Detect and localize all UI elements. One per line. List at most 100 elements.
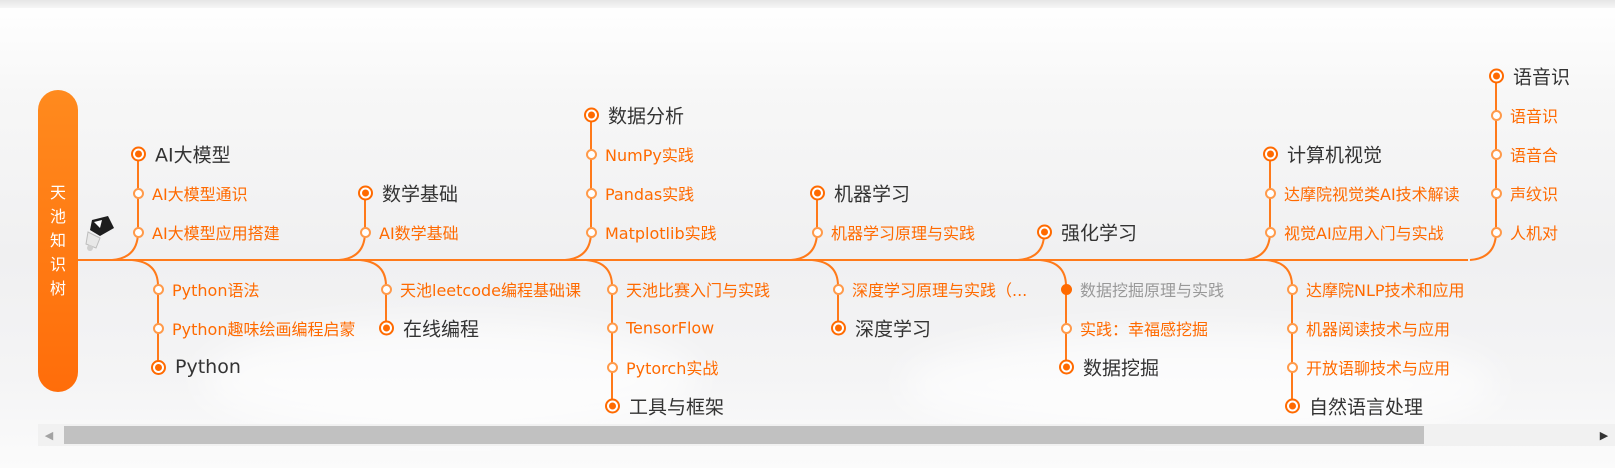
branch-item-dot <box>586 149 597 160</box>
branch-item-label: Pytorch实战 <box>626 355 718 379</box>
branch-item[interactable]: 达摩院视觉类AI技术解读 <box>1265 181 1460 205</box>
branch-item-label: Matplotlib实践 <box>605 220 717 244</box>
branch-item-label: TensorFlow <box>626 319 714 338</box>
branch-item-label: 深度学习原理与实践（... <box>852 277 1027 301</box>
branch-title-dot <box>1037 225 1052 240</box>
branch-item[interactable]: 深度学习原理与实践（... <box>833 277 1027 301</box>
branch-item-dot <box>1287 323 1298 334</box>
branch-item[interactable]: 语音合 <box>1491 142 1558 166</box>
branch-title-label: 强化学习 <box>1061 219 1137 246</box>
branch-item-dot <box>381 284 392 295</box>
branch-title[interactable]: 深度学习 <box>831 315 931 342</box>
branch-item[interactable]: 机器阅读技术与应用 <box>1287 316 1450 340</box>
branch-item-dot <box>833 284 844 295</box>
branch-item-label: NumPy实践 <box>605 142 694 166</box>
branch-title-dot <box>831 321 846 336</box>
branch-title[interactable]: AI大模型 <box>131 141 231 168</box>
branch-item-dot <box>133 227 144 238</box>
branch-title[interactable]: 语音识 <box>1489 63 1570 90</box>
branch-title-label: 工具与框架 <box>629 393 724 420</box>
branch-item[interactable]: 开放语聊技术与应用 <box>1287 355 1450 379</box>
branch-title[interactable]: 强化学习 <box>1037 219 1137 246</box>
branch-title[interactable]: 自然语言处理 <box>1285 393 1423 420</box>
branch-title-dot <box>1263 147 1278 162</box>
branch-title[interactable]: Python <box>151 356 241 378</box>
branch-item[interactable]: 视觉AI应用入门与实战 <box>1265 220 1444 244</box>
branch-item[interactable]: AI大模型应用搭建 <box>133 220 280 244</box>
branch-item-label: AI数学基础 <box>379 220 459 244</box>
branch-item[interactable]: Matplotlib实践 <box>586 220 717 244</box>
branch-item[interactable]: Pytorch实战 <box>607 355 718 379</box>
branch-item[interactable]: 人机对 <box>1491 220 1558 244</box>
branch-item[interactable]: TensorFlow <box>607 319 714 338</box>
branch-title-label: 深度学习 <box>855 315 931 342</box>
branch-item[interactable]: 达摩院NLP技术和应用 <box>1287 277 1465 301</box>
branch-title-label: 数据分析 <box>608 102 684 129</box>
branch-item-label: 语音识 <box>1510 103 1558 127</box>
triangle-left-icon[interactable]: ◀ <box>38 424 60 446</box>
branch-item-dot <box>812 227 823 238</box>
branch-title-dot <box>358 186 373 201</box>
branch-item[interactable]: AI大模型通识 <box>133 181 248 205</box>
branch-item-dot <box>1265 188 1276 199</box>
branch-item-label: 实践：幸福感挖掘 <box>1080 316 1208 340</box>
branch-item-label: 机器阅读技术与应用 <box>1306 316 1450 340</box>
branch-item[interactable]: AI数学基础 <box>360 220 459 244</box>
branch-item-label: 声纹识 <box>1510 181 1558 205</box>
branch-item[interactable]: Pandas实践 <box>586 181 694 205</box>
triangle-right-icon[interactable]: ▶ <box>1593 424 1615 446</box>
branch-item-label: 开放语聊技术与应用 <box>1306 355 1450 379</box>
branch-item-dot <box>1491 110 1502 121</box>
branch-title-dot <box>584 108 599 123</box>
branch-item-dot <box>1287 362 1298 373</box>
branch-item-dot <box>586 227 597 238</box>
branch-title[interactable]: 数学基础 <box>358 180 458 207</box>
branch-title-label: 数据挖掘 <box>1083 354 1159 381</box>
branch-title-dot <box>1489 69 1504 84</box>
branch-item[interactable]: 数据挖掘原理与实践 <box>1061 277 1224 301</box>
branch-title[interactable]: 工具与框架 <box>605 393 724 420</box>
branch-title-label: 数学基础 <box>382 180 458 207</box>
branch-title[interactable]: 数据分析 <box>584 102 684 129</box>
branch-item-dot <box>360 227 371 238</box>
knowledge-tree-root[interactable]: 天池知识树 <box>38 90 78 392</box>
branch-item-dot <box>1491 227 1502 238</box>
branch-item-label: AI大模型应用搭建 <box>152 220 280 244</box>
branch-item-label: 人机对 <box>1510 220 1558 244</box>
branch-item[interactable]: 天池leetcode编程基础课 <box>381 277 581 301</box>
branch-item[interactable]: 实践：幸福感挖掘 <box>1061 316 1208 340</box>
branch-item-dot <box>1061 323 1072 334</box>
branch-title[interactable]: 数据挖掘 <box>1059 354 1159 381</box>
branch-item-label: 数据挖掘原理与实践 <box>1080 277 1224 301</box>
branch-item-dot <box>153 323 164 334</box>
branch-title-dot <box>1285 399 1300 414</box>
branch-item-label: 达摩院NLP技术和应用 <box>1306 277 1465 301</box>
branch-item-label: 天池leetcode编程基础课 <box>400 277 581 301</box>
branch-item[interactable]: 天池比赛入门与实践 <box>607 277 770 301</box>
branch-title[interactable]: 在线编程 <box>379 315 479 342</box>
robot-mascot-icon <box>80 212 116 252</box>
branch-title-dot <box>151 360 166 375</box>
branch-item[interactable]: NumPy实践 <box>586 142 694 166</box>
branch-item[interactable]: Python趣味绘画编程启蒙 <box>153 316 355 340</box>
branch-item-dot <box>586 188 597 199</box>
branch-item-dot <box>1491 149 1502 160</box>
scrollbar-thumb[interactable] <box>64 426 1424 444</box>
branch-item-label: 视觉AI应用入门与实战 <box>1284 220 1444 244</box>
branch-title-label: 自然语言处理 <box>1309 393 1423 420</box>
branch-title-label: 在线编程 <box>403 315 479 342</box>
branch-item[interactable]: 语音识 <box>1491 103 1558 127</box>
branch-item-dot <box>1061 284 1072 295</box>
branch-title-dot <box>810 186 825 201</box>
branch-item-dot <box>1265 227 1276 238</box>
branch-item-dot <box>153 284 164 295</box>
horizontal-scrollbar[interactable]: ◀ ▶ <box>38 424 1615 446</box>
branch-item[interactable]: Python语法 <box>153 277 259 301</box>
branch-title-dot <box>605 399 620 414</box>
branch-title[interactable]: 机器学习 <box>810 180 910 207</box>
branch-title[interactable]: 计算机视觉 <box>1263 141 1382 168</box>
branch-item-dot <box>1287 284 1298 295</box>
branch-item[interactable]: 机器学习原理与实践 <box>812 220 975 244</box>
branch-title-label: 计算机视觉 <box>1287 141 1382 168</box>
branch-item[interactable]: 声纹识 <box>1491 181 1558 205</box>
